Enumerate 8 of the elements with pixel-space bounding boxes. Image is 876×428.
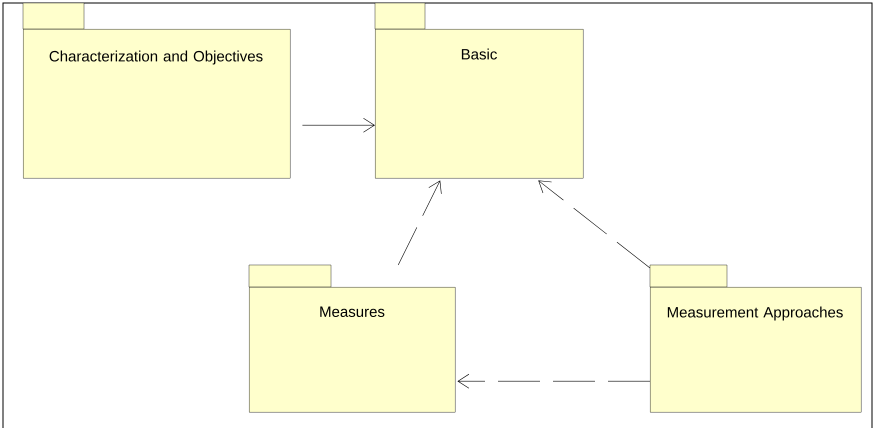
package-folder: Basic <box>374 2 584 178</box>
dependency-arrow <box>457 374 650 388</box>
package-folder: Characterization and Objectives <box>22 2 290 178</box>
dependency-arrow <box>302 118 375 132</box>
dependency-arrow <box>538 180 650 268</box>
package-folder: Measures <box>248 264 456 412</box>
dependency-arrow <box>398 180 442 266</box>
package-folder: Measurement Approaches <box>650 264 862 412</box>
